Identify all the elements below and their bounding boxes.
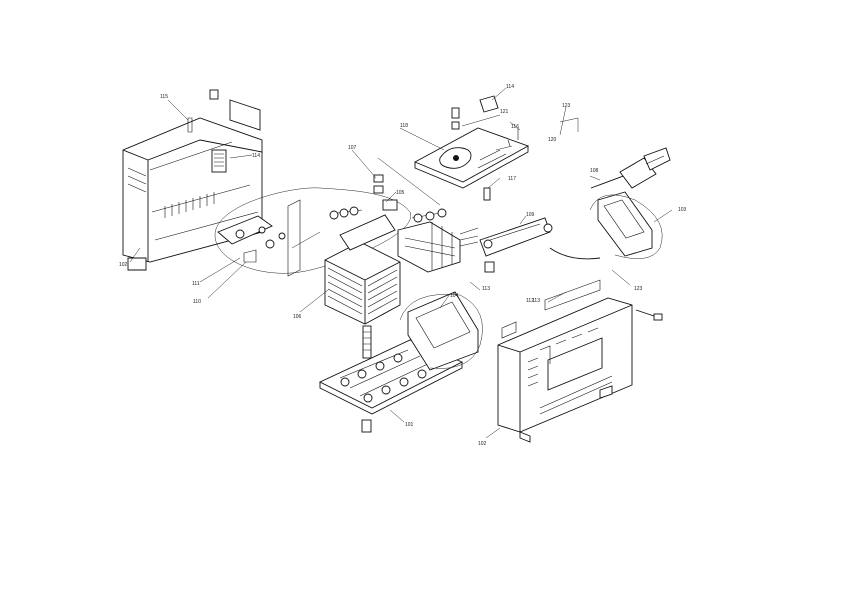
- front-bezel: [399, 291, 483, 371]
- callout-labels: 115 114 102 111 110 106 107 105 114 118 …: [119, 84, 687, 447]
- callout-113-mid: 113: [482, 286, 490, 292]
- right-housing-half: [497, 279, 663, 443]
- control-panel-plate: [413, 95, 530, 201]
- callout-102-left: 102: [119, 262, 128, 268]
- projection-lines: [291, 157, 441, 249]
- transformer-core: [324, 214, 479, 359]
- rail-bracket: [479, 217, 601, 273]
- callout-120: 120: [548, 137, 557, 143]
- callout-123-top: 123: [562, 103, 571, 109]
- callout-107: 107: [348, 145, 357, 151]
- terminal-plate: [217, 199, 301, 277]
- mains-cable: [590, 147, 671, 189]
- callout-112: 112: [526, 298, 534, 304]
- callout-111: 111: [192, 281, 200, 287]
- callout-108: 108: [590, 168, 599, 174]
- callout-105: 105: [396, 190, 405, 196]
- callout-115: 115: [160, 94, 168, 100]
- callout-102-right: 102: [478, 441, 487, 447]
- callout-113-right: 113: [532, 298, 540, 304]
- callout-117: 117: [508, 176, 516, 182]
- fastener-stack: [329, 174, 447, 223]
- callout-123-right: 123: [634, 286, 643, 292]
- leader-lines: [129, 87, 673, 439]
- callout-104: 104: [450, 293, 459, 299]
- callout-114-left: 114: [252, 153, 260, 159]
- callout-116: 116: [511, 124, 519, 130]
- callout-121: 121: [500, 109, 509, 115]
- carry-handle: [589, 191, 663, 259]
- callout-109: 109: [526, 212, 535, 218]
- callout-106: 106: [293, 314, 302, 320]
- callout-118: 118: [400, 123, 408, 129]
- callout-110-left: 110: [193, 299, 201, 305]
- callout-114-top: 114: [506, 84, 514, 90]
- callout-101: 101: [405, 422, 414, 428]
- callout-103: 103: [678, 207, 687, 213]
- left-housing-half: [122, 89, 263, 271]
